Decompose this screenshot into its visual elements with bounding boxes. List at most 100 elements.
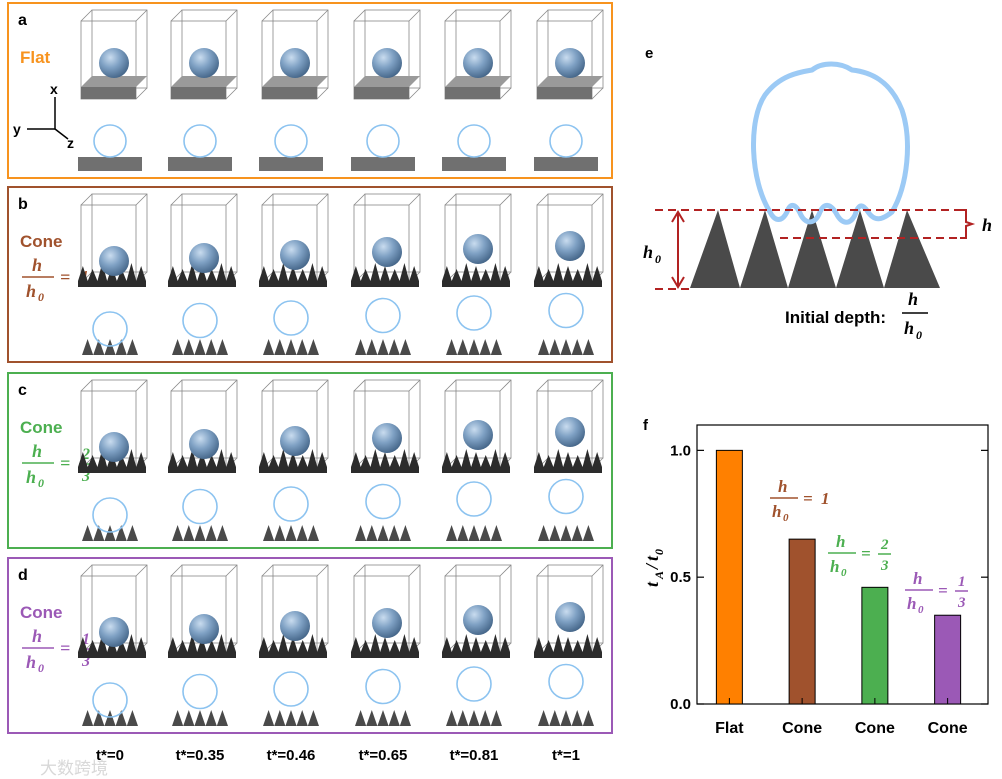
box-back <box>547 193 604 273</box>
box-edge <box>261 193 274 206</box>
box-edge <box>80 379 93 392</box>
cone-field-3d <box>534 634 602 658</box>
box-back <box>547 379 604 459</box>
droplet-sphere <box>463 420 493 450</box>
droplet-outline <box>456 295 492 331</box>
flat-substrate-front <box>537 87 592 99</box>
box-back <box>181 193 238 273</box>
box-back <box>364 193 421 273</box>
droplet-outline <box>366 124 400 158</box>
box-edge <box>591 87 604 100</box>
box-edge <box>80 564 93 577</box>
box-edge <box>316 193 329 206</box>
box-edge <box>408 379 421 392</box>
droplet-sphere <box>189 48 219 78</box>
snapshot <box>534 9 604 171</box>
box-edge <box>261 379 274 392</box>
box-edge <box>408 564 421 577</box>
caption-h0: h <box>904 318 914 338</box>
droplet-sphere <box>99 48 129 78</box>
droplet-sphere <box>280 611 310 641</box>
cone-array <box>82 525 138 541</box>
cone-field-3d <box>259 449 327 473</box>
y-axis-label: y <box>13 121 21 137</box>
axes-triad: xyz <box>13 81 74 151</box>
y-axis-label: tA/t0 <box>642 549 666 587</box>
surface-label: Cone <box>20 232 63 251</box>
cone-field-3d <box>442 449 510 473</box>
annotation-h0: h <box>772 502 781 521</box>
snapshot <box>168 564 238 726</box>
box-back <box>547 564 604 644</box>
cone-array <box>263 525 319 541</box>
flat-substrate-2d <box>351 157 415 171</box>
annotation-h0: h <box>907 594 916 613</box>
box-edge <box>170 564 183 577</box>
annotation-h: h <box>836 532 845 551</box>
y-tick-label: 0.0 <box>670 696 691 713</box>
cone-array <box>538 525 594 541</box>
snapshot <box>259 564 329 726</box>
h0-arrow-head-bottom <box>671 276 685 289</box>
droplet-sphere <box>99 617 129 647</box>
box-edge <box>225 564 238 577</box>
cone-field-3d <box>351 634 419 658</box>
box-edge <box>499 87 512 100</box>
box-edge <box>591 9 604 22</box>
cone-field-3d <box>442 263 510 287</box>
panel-letter: c <box>18 382 27 399</box>
droplet-outline <box>182 488 218 525</box>
droplet-outline <box>273 300 309 336</box>
box-edge <box>170 379 183 392</box>
cone-array <box>172 525 228 541</box>
box-back <box>272 193 329 273</box>
ratio-numerator: h <box>32 626 42 646</box>
box-edge <box>499 564 512 577</box>
droplet-outline <box>457 124 491 158</box>
box-edge <box>135 193 148 206</box>
panel-letter: e <box>645 45 653 62</box>
box-edge <box>170 193 183 206</box>
droplet-outline <box>456 481 492 517</box>
box-edge <box>591 564 604 577</box>
droplet-sphere <box>99 432 129 462</box>
box-edge <box>536 193 549 206</box>
annotation-value-num: 1 <box>958 574 966 590</box>
droplet-outline <box>365 668 401 705</box>
droplet-outline <box>92 311 128 347</box>
panel-frame <box>7 2 613 179</box>
droplet-outline <box>93 124 127 158</box>
y-label-den: t <box>642 555 662 561</box>
time-label: t*=0.35 <box>176 747 225 764</box>
ratio-denominator-sub: 0 <box>38 476 44 490</box>
box-edge <box>80 9 93 22</box>
droplet-outline <box>365 483 401 520</box>
box-edge <box>261 9 274 22</box>
snapshot <box>351 9 421 171</box>
box-edge <box>499 379 512 392</box>
flat-substrate-front <box>445 87 500 99</box>
box-edge <box>444 564 457 577</box>
box-edge <box>536 564 549 577</box>
time-label: t*=1 <box>552 747 580 764</box>
panel-frame <box>7 372 613 549</box>
x-tick-label: Flat <box>715 720 744 737</box>
h-label: h <box>982 215 992 235</box>
snapshot <box>534 193 604 355</box>
droplet-sphere <box>555 231 585 261</box>
box-back <box>181 379 238 459</box>
box-edge <box>408 87 421 100</box>
bar <box>715 449 743 705</box>
ratio-equals: = <box>60 453 70 473</box>
y-tick-label: 0.5 <box>670 569 691 586</box>
snapshot <box>442 9 512 171</box>
flat-substrate-2d <box>78 157 142 171</box>
box-edge <box>316 564 329 577</box>
x-tick-label: Cone <box>782 720 822 737</box>
panel-letter: d <box>18 567 28 584</box>
surface-label: Cone <box>20 418 63 437</box>
